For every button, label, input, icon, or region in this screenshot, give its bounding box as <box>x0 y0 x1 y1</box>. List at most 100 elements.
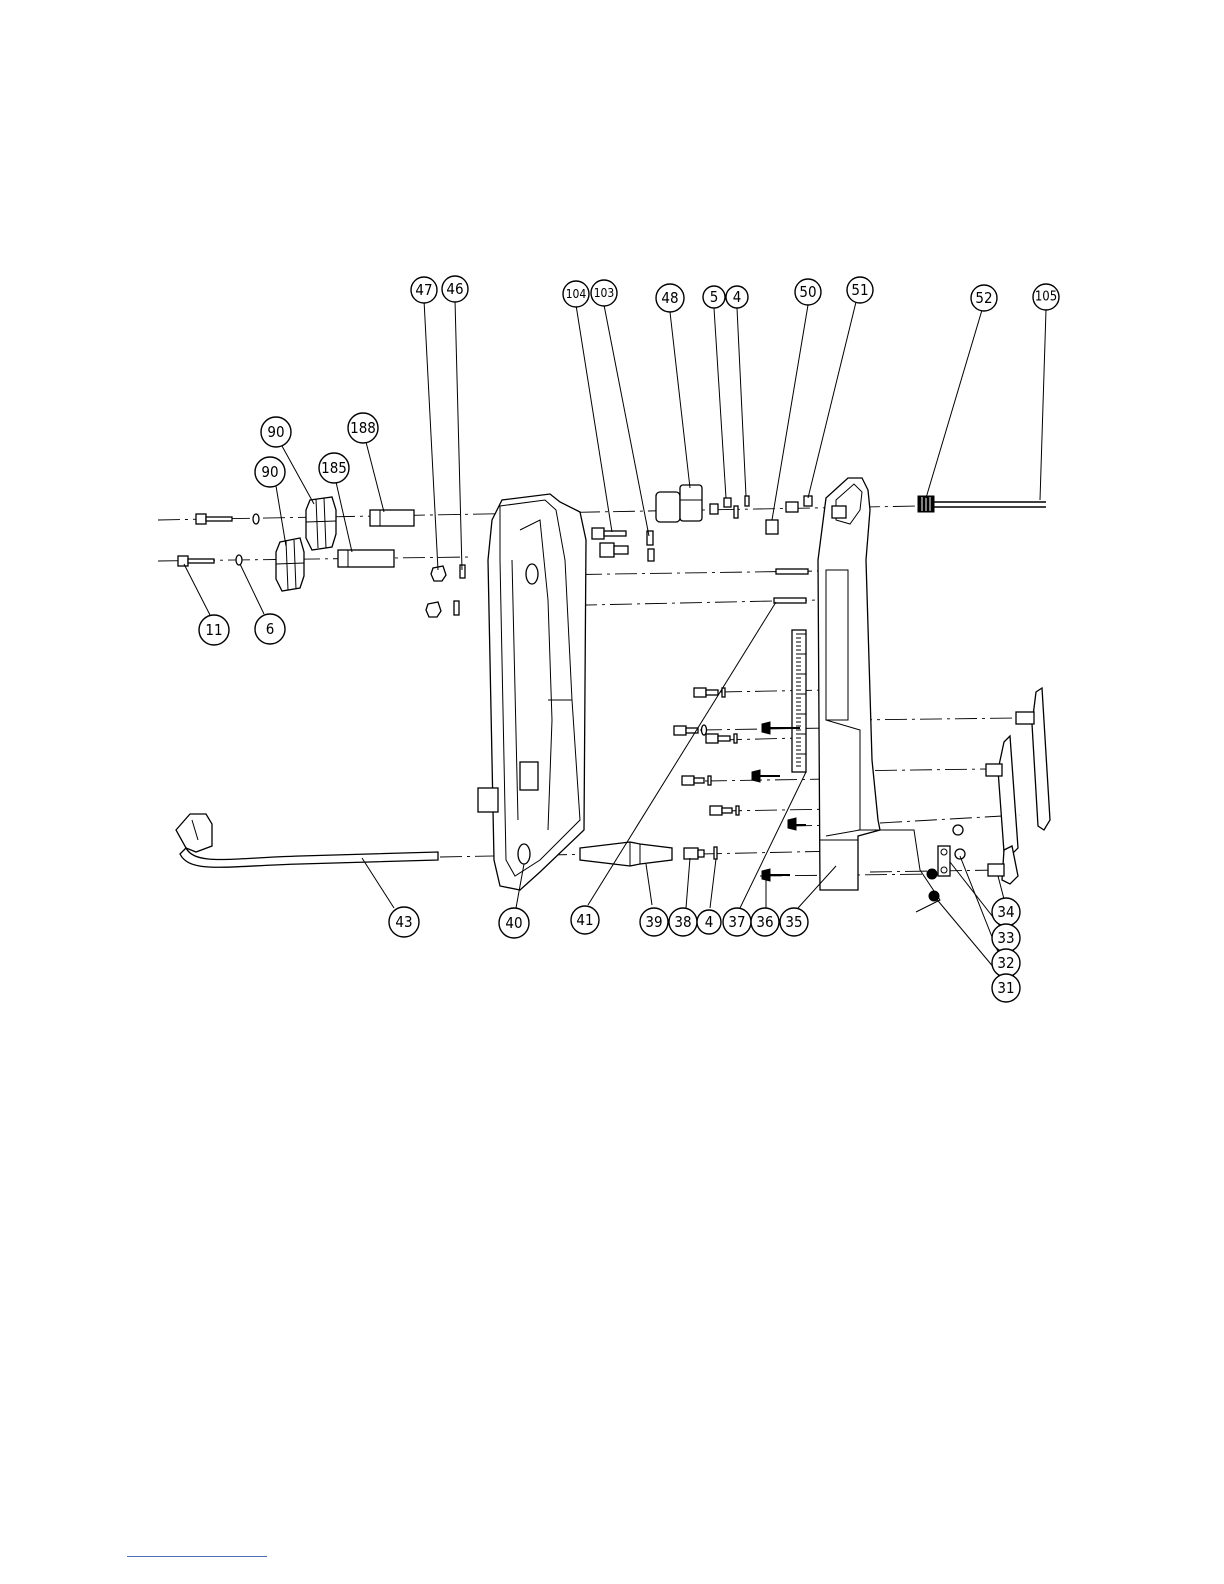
bracket-upper <box>1016 688 1050 830</box>
callout-90-upper: 90 <box>261 417 291 447</box>
svg-text:32: 32 <box>997 954 1014 972</box>
pin-axis-a <box>776 569 808 574</box>
knurled-nut-52 <box>918 496 934 512</box>
nut-31 <box>927 869 939 901</box>
roller-48 <box>656 485 702 522</box>
svg-text:4: 4 <box>705 913 714 931</box>
footnote-separator <box>127 1556 267 1557</box>
pin-4-lower <box>714 847 717 859</box>
callout-50: 50 <box>795 279 821 305</box>
plate-33 <box>938 846 950 876</box>
callout-32: 32 <box>992 949 1020 977</box>
callout-4-lower: 4 <box>697 910 721 934</box>
callout-90-lower: 90 <box>255 457 285 487</box>
bolt-38 <box>684 848 704 859</box>
bracket-middle <box>986 736 1018 856</box>
nut-32 <box>953 825 965 859</box>
svg-text:37: 37 <box>728 913 745 931</box>
svg-text:185: 185 <box>321 459 347 477</box>
rod-105 <box>934 502 1046 507</box>
washer-6 <box>236 555 242 565</box>
washer-5 <box>710 498 731 514</box>
screw-36-c <box>788 818 806 830</box>
svg-text:43: 43 <box>395 913 412 931</box>
callout-5: 5 <box>703 286 725 308</box>
svg-text:47: 47 <box>415 281 432 299</box>
svg-text:4: 4 <box>733 288 742 306</box>
svg-text:103: 103 <box>594 286 615 300</box>
leader-lines <box>184 300 1046 975</box>
bolt-104-a <box>592 528 626 539</box>
frame-35 <box>818 478 940 912</box>
sleeve-188 <box>370 510 414 526</box>
nut-lower <box>426 602 441 617</box>
callout-38: 38 <box>669 908 697 936</box>
callout-41: 41 <box>571 906 599 934</box>
block-50 <box>766 520 778 534</box>
callout-185: 185 <box>319 453 349 483</box>
callout-104: 104 <box>563 281 589 307</box>
svg-text:33: 33 <box>997 929 1014 947</box>
callout-36: 36 <box>751 908 779 936</box>
callout-105: 105 <box>1033 284 1059 310</box>
svg-text:90: 90 <box>261 463 278 481</box>
callout-51: 51 <box>847 277 873 303</box>
svg-text:90: 90 <box>267 423 284 441</box>
svg-text:34: 34 <box>997 903 1014 921</box>
washer-left-upper <box>253 514 259 524</box>
svg-text:38: 38 <box>674 913 691 931</box>
svg-text:48: 48 <box>661 289 678 307</box>
knob-90-upper <box>306 497 336 550</box>
callout-47: 47 <box>411 277 437 303</box>
svg-text:35: 35 <box>785 913 802 931</box>
callout-40: 40 <box>499 908 529 938</box>
svg-text:188: 188 <box>350 419 376 437</box>
svg-text:6: 6 <box>266 620 275 638</box>
frame-40 <box>478 494 586 890</box>
bolt-row-4 <box>682 776 711 785</box>
callout-48: 48 <box>656 284 684 312</box>
svg-text:105: 105 <box>1035 290 1057 305</box>
callout-11: 11 <box>199 615 229 645</box>
bolt-row-2 <box>674 725 707 735</box>
lever-43 <box>176 814 438 867</box>
svg-text:50: 50 <box>799 283 816 301</box>
callout-188: 188 <box>348 413 378 443</box>
screw-36-d <box>762 869 790 881</box>
svg-text:36: 36 <box>756 913 773 931</box>
bolt-row-3 <box>706 734 737 743</box>
screw-left-upper <box>196 514 232 524</box>
screw-11 <box>178 556 214 566</box>
handle-39 <box>580 842 672 866</box>
bolt-104-b <box>600 543 628 557</box>
callout-52: 52 <box>971 285 997 311</box>
callout-33: 33 <box>992 924 1020 952</box>
bracket-34 <box>988 846 1018 884</box>
svg-text:46: 46 <box>446 280 463 298</box>
sleeve-185 <box>338 550 394 567</box>
bolt-51 <box>786 496 812 512</box>
nut-47 <box>431 566 446 581</box>
svg-text:39: 39 <box>645 913 662 931</box>
scale-37 <box>792 630 806 772</box>
callout-31: 31 <box>992 974 1020 1002</box>
pin-41 <box>774 598 806 603</box>
svg-text:5: 5 <box>710 288 719 306</box>
knob-90-lower <box>276 538 304 591</box>
clip-lower <box>454 601 459 615</box>
svg-text:31: 31 <box>997 979 1014 997</box>
callout-46: 46 <box>442 276 468 302</box>
callout-4-upper: 4 <box>726 286 748 308</box>
svg-text:41: 41 <box>576 911 593 929</box>
callout-35: 35 <box>780 908 808 936</box>
pin-103 <box>647 531 654 561</box>
svg-text:40: 40 <box>505 914 522 932</box>
pin-4-upper <box>734 496 749 518</box>
svg-text:51: 51 <box>851 281 868 299</box>
clip-46 <box>460 565 465 578</box>
callout-6: 6 <box>255 614 285 644</box>
callout-37: 37 <box>723 908 751 936</box>
svg-text:11: 11 <box>205 621 222 639</box>
svg-text:104: 104 <box>566 287 587 301</box>
